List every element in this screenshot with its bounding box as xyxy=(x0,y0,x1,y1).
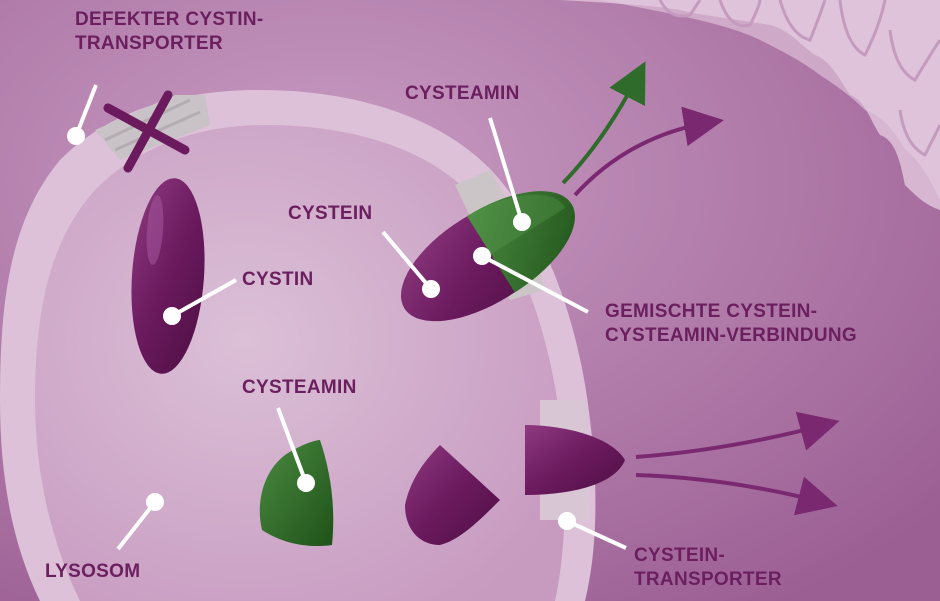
label-cystein: CYSTEIN xyxy=(288,203,373,224)
cysteamin-molecule xyxy=(259,440,334,547)
villi-outline xyxy=(658,0,940,158)
arrow-out-icon xyxy=(635,473,838,516)
label-line: CYSTEAMIN-VERBINDUNG xyxy=(605,325,857,346)
label-line: GEMISCHTE CYSTEIN- xyxy=(605,301,818,322)
label-lysosom: LYSOSOM xyxy=(45,561,141,582)
label-mixed-compound: GEMISCHTE CYSTEIN- CYSTEAMIN-VERBINDUNG xyxy=(605,300,857,348)
blocked-x-icon xyxy=(103,90,190,173)
leader-lines xyxy=(74,84,627,551)
arrow-out-icon xyxy=(635,411,840,459)
pointer-dot-icon xyxy=(67,127,576,530)
label-line: CYSTEIN- xyxy=(634,545,726,566)
arrow-out-icon xyxy=(561,61,646,185)
label-cystin: CYSTIN xyxy=(242,269,314,290)
cystin-highlight xyxy=(146,195,164,265)
label-line: DEFEKTER CYSTIN- xyxy=(75,9,264,30)
label-cystein-transporter: CYSTEIN- TRANSPORTER xyxy=(634,544,782,592)
label-cysteamin-top: CYSTEAMIN xyxy=(405,83,520,104)
cystein-molecule-exiting xyxy=(525,425,625,495)
arrow-out-icon xyxy=(573,106,724,197)
cystein-molecule xyxy=(405,445,500,545)
label-line: TRANSPORTER xyxy=(75,33,223,54)
label-cysteamin-bottom: CYSTEAMIN xyxy=(242,377,357,398)
label-line: TRANSPORTER xyxy=(634,569,782,590)
label-defective-transporter: DEFEKTER CYSTIN- TRANSPORTER xyxy=(75,8,263,56)
villi-highlight xyxy=(600,0,940,200)
